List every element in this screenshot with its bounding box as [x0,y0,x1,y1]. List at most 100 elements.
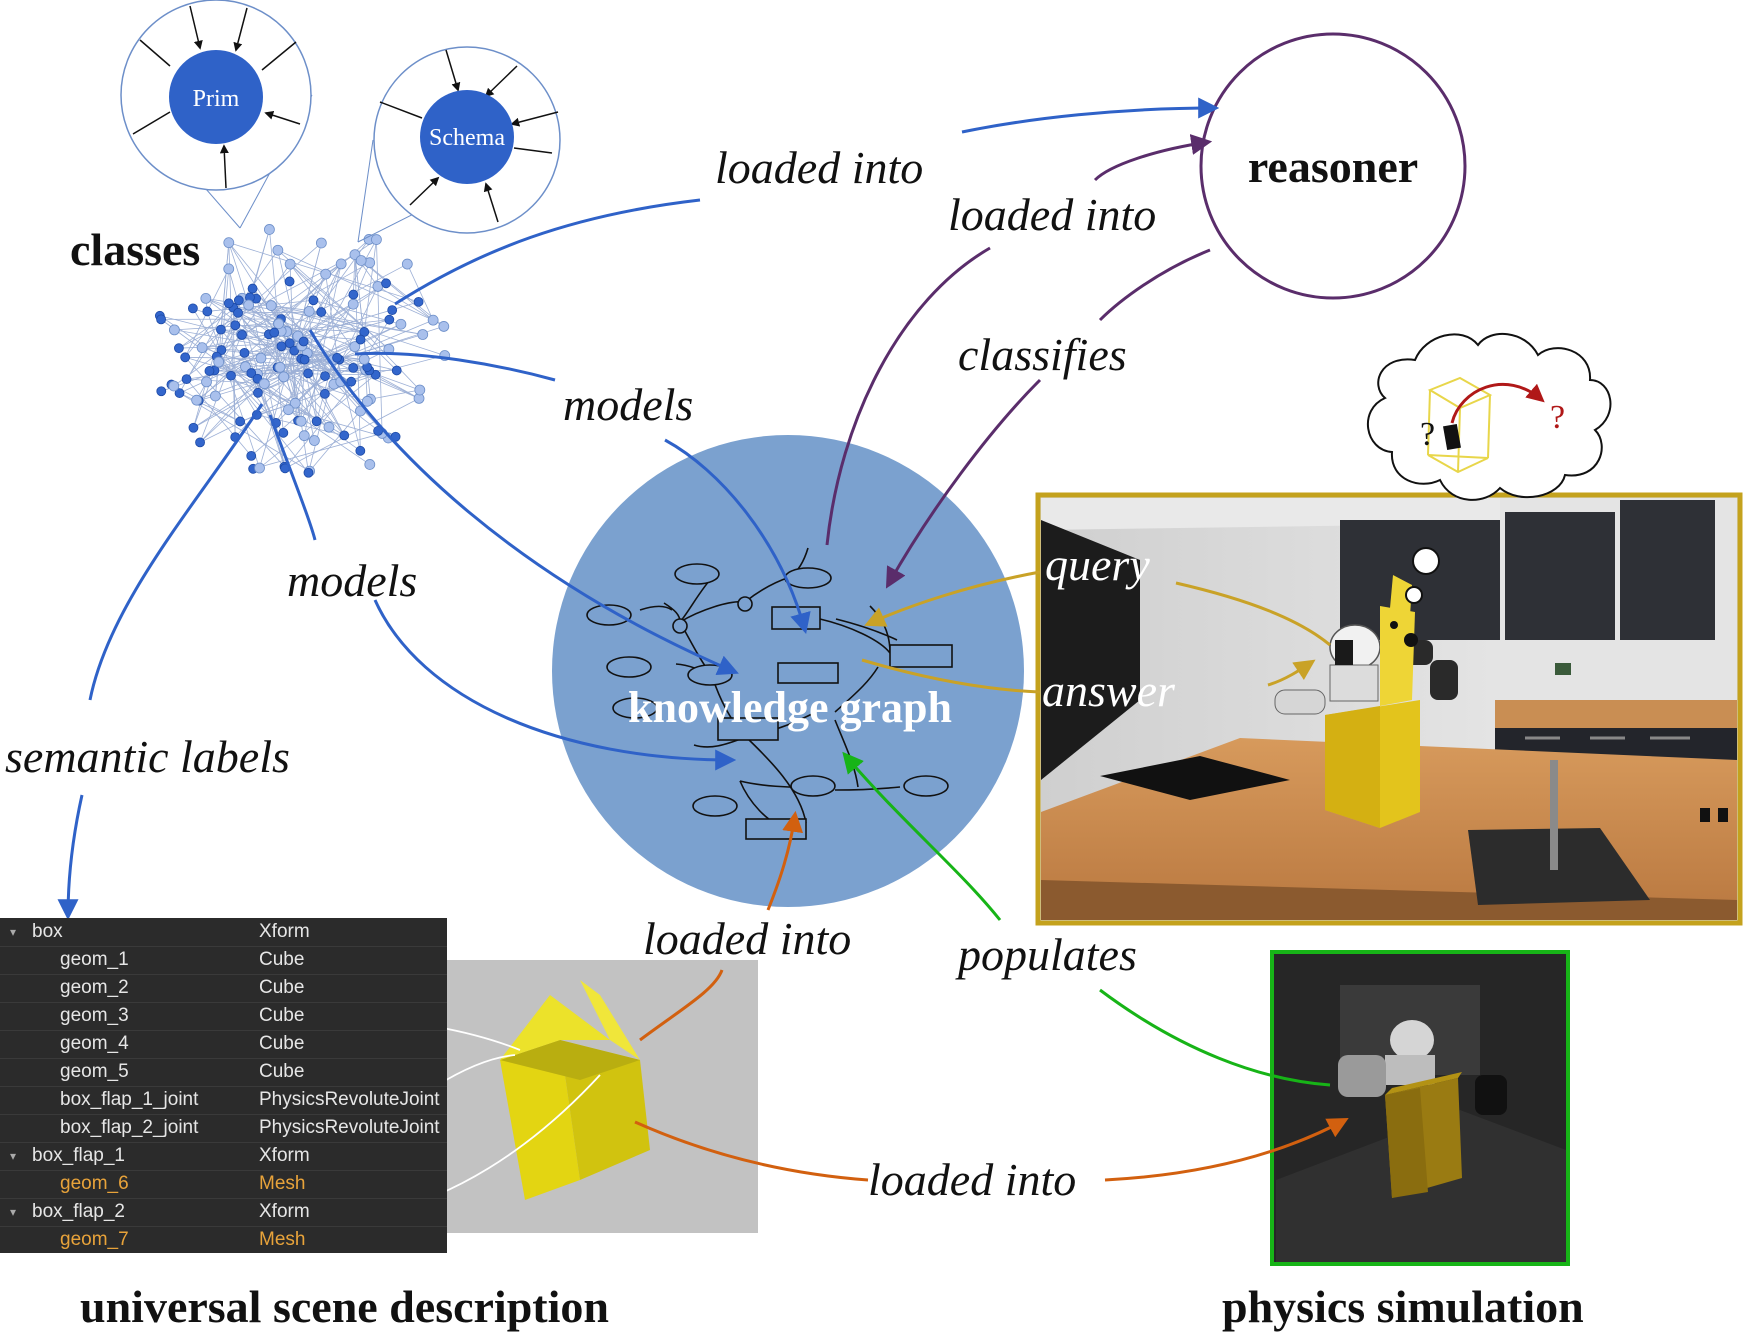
expand-triangle-icon[interactable]: ▾ [10,1205,17,1219]
class-node [323,421,335,433]
physics-simulation-title: physics simulation [1222,1281,1584,1332]
class-node [247,283,258,294]
class-node [233,295,244,306]
kitchen-scene-image [1035,492,1743,926]
class-node [223,263,235,275]
network-edge [184,303,230,358]
network-edge [283,339,361,378]
reasoner-node: reasoner [1199,32,1467,300]
class-node [320,371,330,381]
class-node [316,307,327,317]
network-edge [206,311,260,469]
class-node [438,321,450,332]
class-node [289,345,300,356]
network-edge [179,392,241,422]
class-node [303,305,315,317]
network-edge [193,331,365,429]
class-node [191,394,203,406]
class-node [235,416,246,427]
class-node [226,370,236,381]
network-edge [235,324,365,333]
class-node [258,378,270,390]
class-node [319,388,330,399]
class-node [401,258,413,270]
class-node [315,237,327,249]
class-node [200,292,212,304]
network-edge [363,239,377,332]
network-edge [218,301,419,363]
class-node [255,352,267,364]
class-node [253,387,263,398]
class-node [303,368,313,379]
network-edge [199,334,242,443]
class-node [371,234,382,245]
label-loaded-into-usd-kg: loaded into [643,913,851,964]
usd-title: universal scene description [80,1281,609,1332]
class-node [311,416,322,427]
expand-triangle-icon[interactable]: ▾ [10,1149,17,1163]
class-node [210,390,221,402]
network-edge [296,242,322,337]
label-answer: answer [1042,665,1176,716]
physics-simulation-image [1270,950,1570,1266]
network-edge [336,357,361,451]
classes-title: classes [70,224,200,275]
network-edge [186,378,252,457]
class-node [156,314,166,325]
class-node [278,427,289,438]
network-edge [288,409,389,439]
usd-prim-type: Xform [259,921,310,942]
network-edge [230,375,309,474]
class-node [230,320,241,331]
class-node [308,295,319,306]
class-node [320,268,332,280]
class-node [284,276,295,287]
network-edge [259,336,298,469]
class-node [387,305,398,316]
network-edge [352,254,356,295]
label-classifies: classifies [958,329,1127,380]
usd-tree-row[interactable]: ▾ box Xform [0,918,447,947]
schema-zoom: Schema [373,46,561,234]
class-node [156,386,167,397]
box-render-image [447,960,758,1233]
network-edge [376,239,383,434]
network-edge [207,299,314,312]
network-edge [354,254,368,368]
network-edge [309,310,445,356]
class-node [347,298,359,310]
knowledge-graph-title: knowledge graph [628,683,952,732]
usd-prim-type: Cube [259,1033,305,1054]
class-node [168,380,180,392]
class-node [278,371,290,383]
network-edge [199,336,298,443]
class-node [298,430,310,442]
class-node [284,338,295,349]
label-models-lower: models [287,555,417,606]
expand-triangle-icon[interactable]: ▾ [10,925,17,939]
class-node [246,368,257,378]
usd-prim-name: geom_5 [60,1061,129,1082]
class-node [272,244,284,256]
class-node [201,376,212,388]
usd-prim-name: box [32,921,63,942]
class-node [181,374,192,385]
prim-zoom: Prim [120,0,312,191]
thought-question-left: ? [1420,416,1435,453]
class-node [269,327,280,338]
class-node [174,388,185,398]
class-node [381,278,391,289]
usd-prim-name: geom_3 [60,1005,129,1026]
usd-prim-name: box_flap_2_joint [60,1117,199,1138]
